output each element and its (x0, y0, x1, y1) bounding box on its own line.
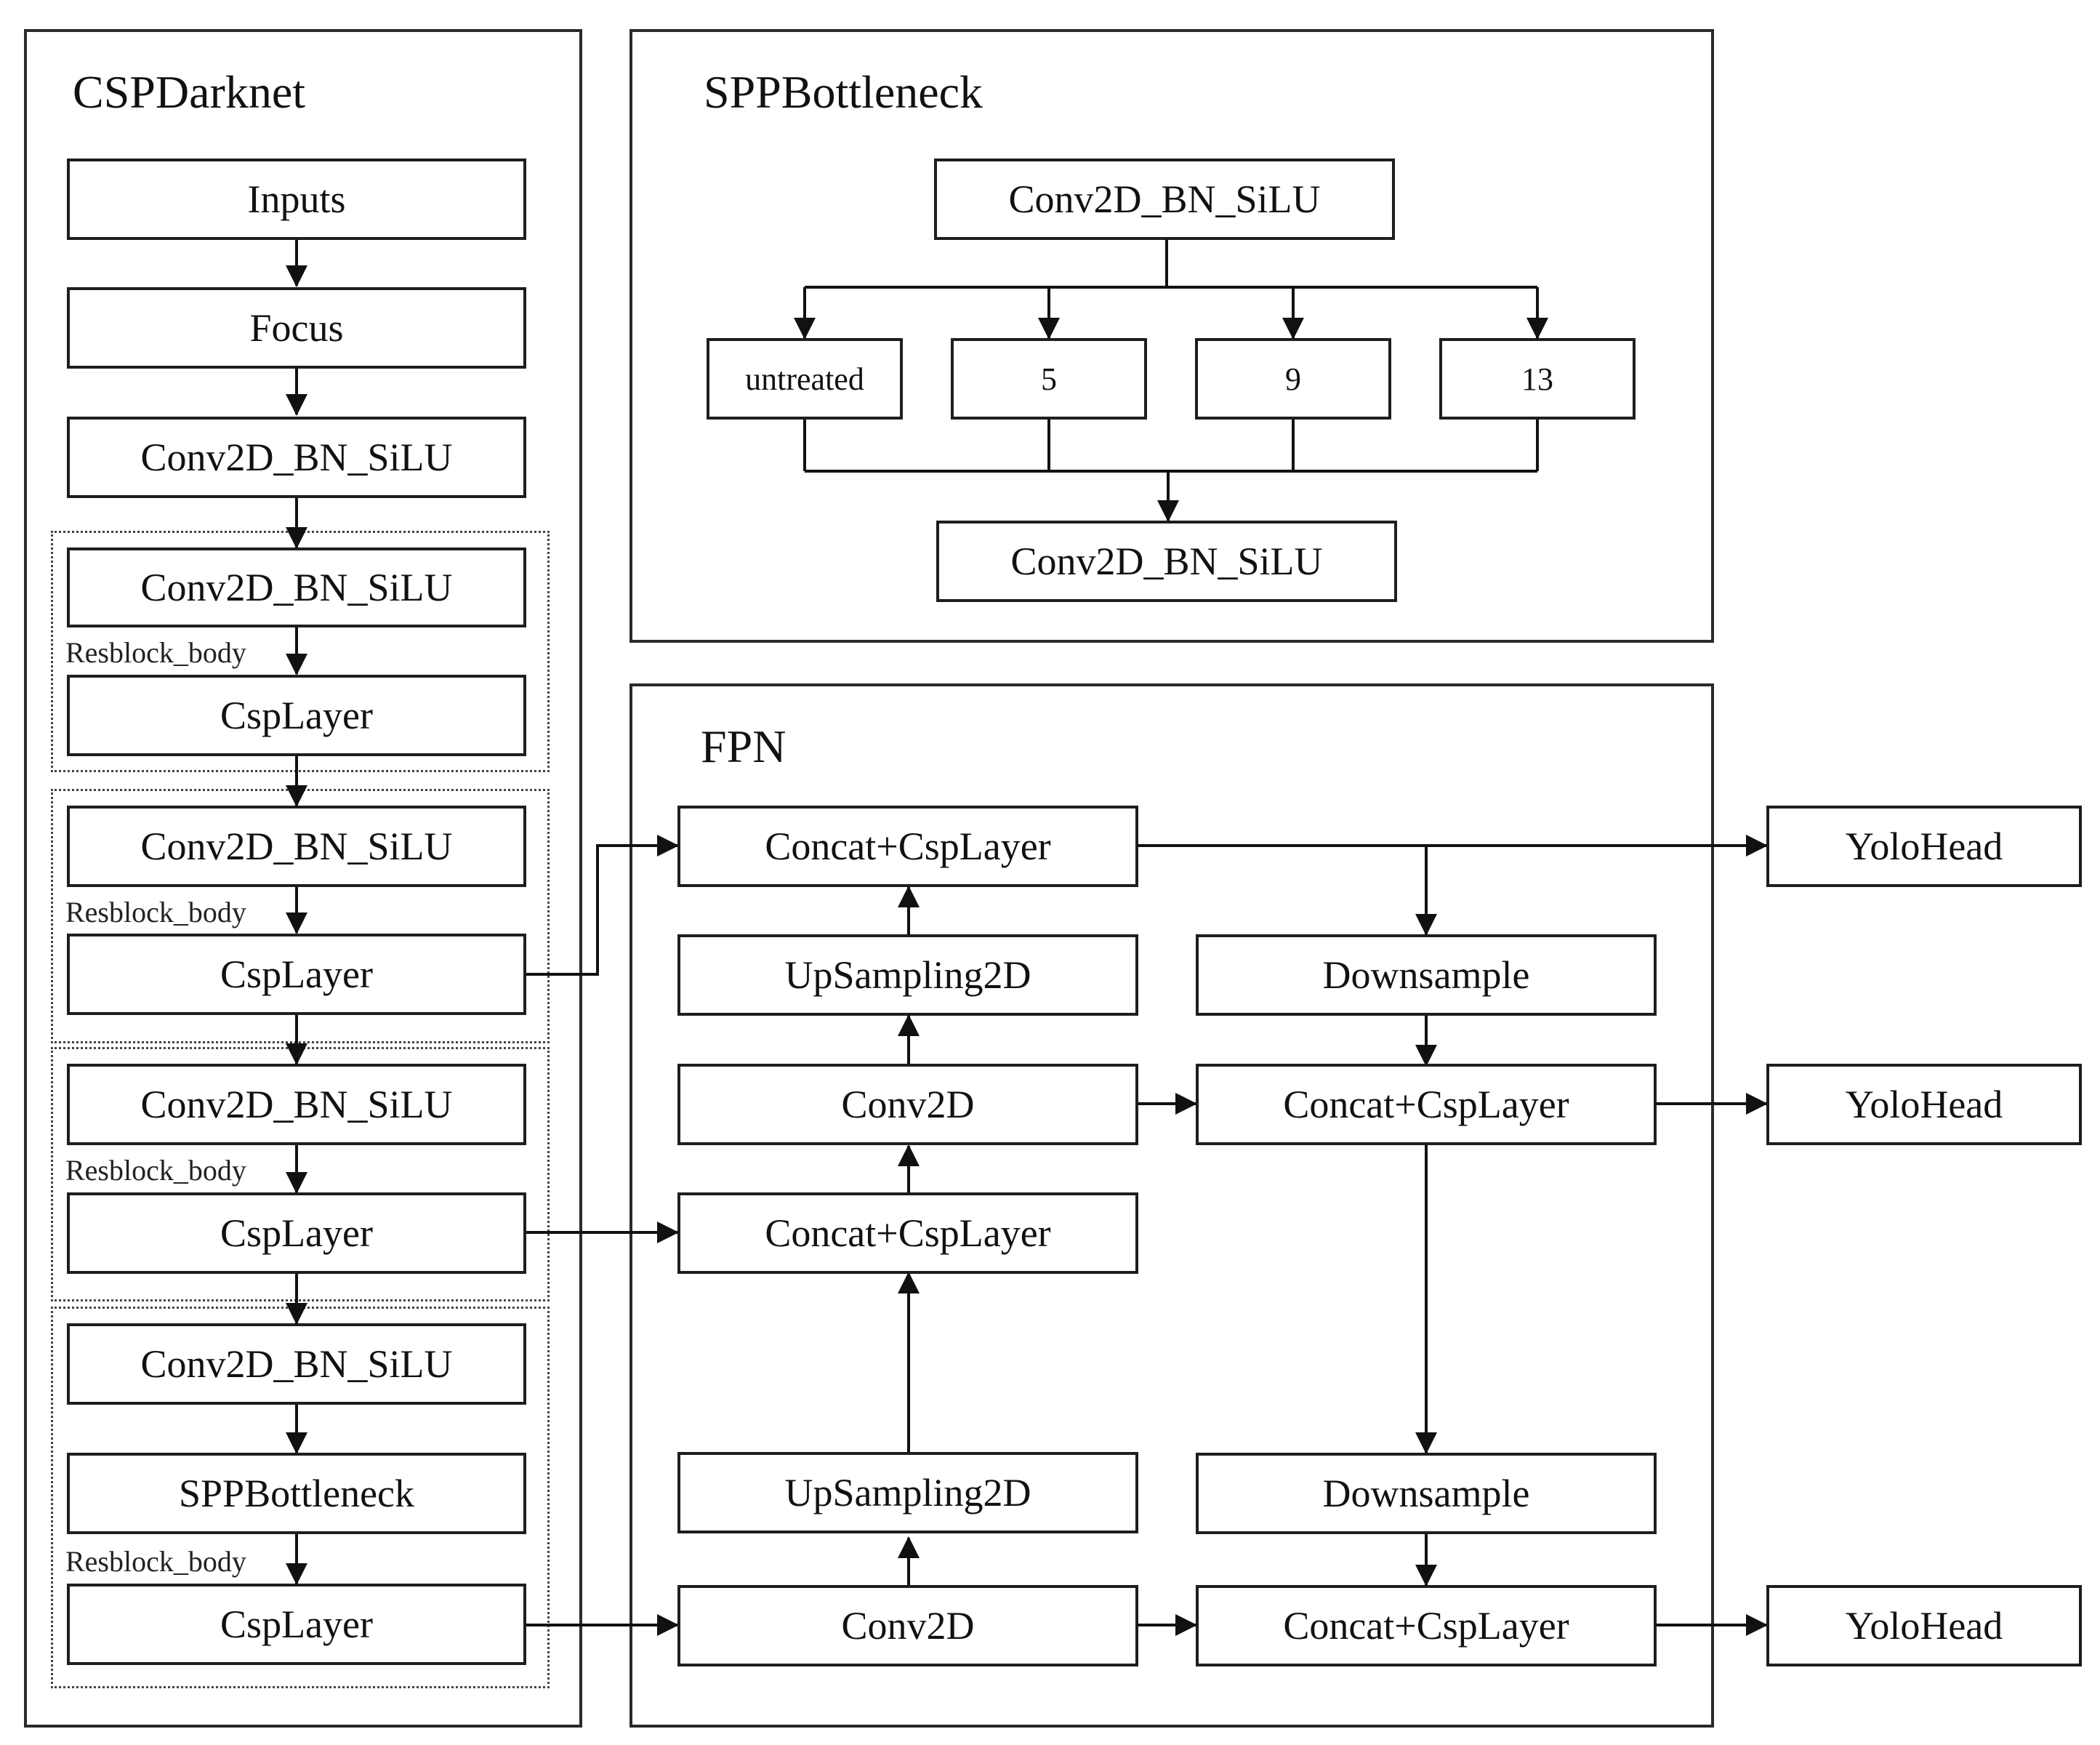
focus-box: Focus (67, 287, 526, 369)
fpn-downsample-1: Downsample (1196, 934, 1657, 1016)
resblock4-conv-box: Conv2D_BN_SiLU (67, 1323, 526, 1405)
fpn-pan-concat-csplayer-2: Concat+CspLayer (1196, 1585, 1657, 1666)
sppbottleneck-panel (629, 29, 1714, 643)
cspdarknet-panel (24, 29, 582, 1728)
fpn-upsampling-1: UpSampling2D (677, 934, 1138, 1016)
inputs-box: Inputs (67, 159, 526, 240)
fpn-conv2d-2: Conv2D (677, 1585, 1138, 1666)
yolohead-1: YoloHead (1766, 806, 2082, 887)
cspdarknet-title: CSPDarknet (73, 66, 305, 118)
resblock3-csplayer-box: CspLayer (67, 1192, 526, 1274)
resblock1-conv-box: Conv2D_BN_SiLU (67, 547, 526, 627)
resblock-label-3: Resblock_body (65, 1154, 246, 1187)
resblock1-csplayer-box: CspLayer (67, 675, 526, 756)
yolohead-2: YoloHead (1766, 1064, 2082, 1145)
resblock2-csplayer-box: CspLayer (67, 934, 526, 1015)
fpn-conv2d-1: Conv2D (677, 1064, 1138, 1145)
resblock3-conv-box: Conv2D_BN_SiLU (67, 1064, 526, 1145)
yolohead-3: YoloHead (1766, 1585, 2082, 1666)
spp-branch-5: 5 (951, 338, 1147, 420)
resblock-label-2: Resblock_body (65, 896, 246, 928)
spp-branch-untreated: untreated (707, 338, 903, 420)
resblock2-conv-box: Conv2D_BN_SiLU (67, 806, 526, 887)
fpn-mid-concat-csplayer: Concat+CspLayer (677, 1192, 1138, 1274)
resblock-label-1: Resblock_body (65, 636, 246, 669)
spp-branch-13: 13 (1439, 338, 1636, 420)
spp-top-conv-box: Conv2D_BN_SiLU (934, 159, 1395, 240)
spp-bottom-conv-box: Conv2D_BN_SiLU (936, 521, 1397, 602)
fpn-pan-concat-csplayer-1: Concat+CspLayer (1196, 1064, 1657, 1145)
conv2d-bn-silu-box: Conv2D_BN_SiLU (67, 417, 526, 498)
spp-branch-9: 9 (1195, 338, 1391, 420)
fpn-upsampling-2: UpSampling2D (677, 1452, 1138, 1533)
resblock4-csplayer-box: CspLayer (67, 1584, 526, 1665)
fpn-title: FPN (701, 721, 787, 772)
resblock4-sppbottleneck-box: SPPBottleneck (67, 1453, 526, 1534)
resblock-label-4: Resblock_body (65, 1545, 246, 1578)
fpn-panel (629, 683, 1714, 1728)
sppbottleneck-title: SPPBottleneck (704, 66, 983, 118)
fpn-top-concat-csplayer: Concat+CspLayer (677, 806, 1138, 887)
fpn-downsample-2: Downsample (1196, 1453, 1657, 1534)
